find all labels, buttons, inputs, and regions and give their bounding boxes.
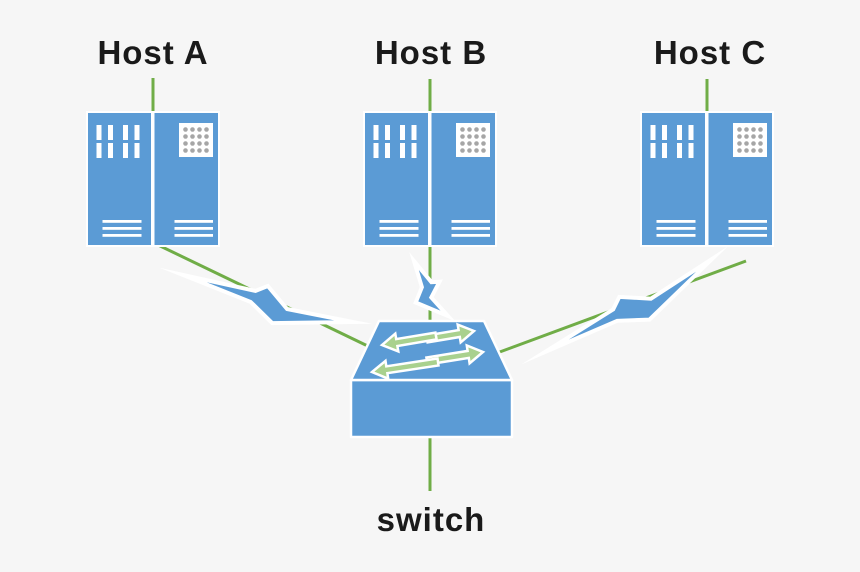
arrow-left-bottom [369,357,440,381]
host-c-label: Host C [653,34,767,71]
host-b-icon [363,111,497,247]
lightning-bolt-a-icon [159,267,373,326]
lightning-bolts [159,246,729,365]
host-a-icon [86,111,220,247]
host-a-label: Host A [97,34,209,71]
network-switch-icon [349,319,514,439]
traffic-arrows-icon [369,322,486,381]
switch-front-face [349,378,514,439]
lightning-bolt-b-icon [409,251,456,322]
host-c-icon [640,111,774,247]
switch-label: switch [376,501,486,538]
arrow-right-lower [424,343,486,366]
host-b-label: Host B [374,34,488,71]
arrow-left-upper [379,331,439,354]
lightning-bolt-c-icon [521,246,729,365]
